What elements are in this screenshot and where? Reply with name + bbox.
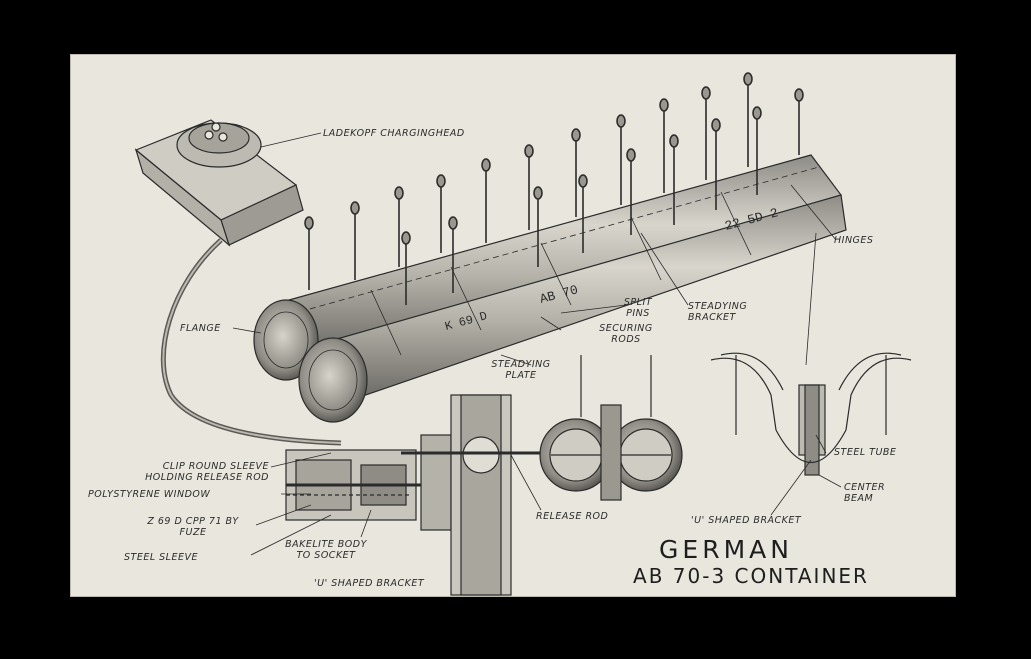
label-center-beam: CENTER BEAM <box>844 482 885 504</box>
diagram-plate: 22 5D 2 AB 70 K 69 D <box>70 54 956 597</box>
label-securing-rods-line2: RODS <box>611 334 641 345</box>
u-bracket-section <box>401 394 551 596</box>
label-clip-round-sleeve-line2: HOLDING RELEASE ROD <box>145 472 269 483</box>
label-steadying-bracket-line2: BRACKET <box>688 312 736 323</box>
label-fuze-line1: Z 69 D cpp 71 BY <box>147 516 239 527</box>
label-steadying-bracket-line1: STEADYING <box>688 301 748 312</box>
hinge-diagram <box>710 352 912 476</box>
label-steel-sleeve: STEEL SLEEVE <box>124 552 198 563</box>
label-bakelite-body-line1: BAKELITE BODY <box>285 539 367 550</box>
title-line2: AB 70-3 CONTAINER <box>633 564 869 588</box>
label-u-bracket-right: 'U' SHAPED BRACKET <box>691 515 802 526</box>
container-illustration: 22 5D 2 AB 70 K 69 D <box>134 72 912 596</box>
label-flange: FLANGE <box>180 323 221 334</box>
label-fuze-line2: FUZE <box>179 527 207 538</box>
label-hinges: HINGES <box>834 235 874 246</box>
label-split-pins-line1: SPLIT <box>623 297 653 308</box>
label-steadying-plate: STEADYING PLATE <box>481 359 561 381</box>
label-clip-round-sleeve: CLIP ROUND SLEEVE HOLDING RELEASE ROD <box>91 461 269 483</box>
charging-head <box>134 119 304 247</box>
label-steadying-plate-line2: PLATE <box>505 370 537 381</box>
leader-lines <box>232 132 842 556</box>
label-split-pins: SPLIT PINS <box>613 297 663 319</box>
label-ladekopf: LADEKOPF CHARGINGHEAD <box>323 128 465 139</box>
title-line1: GERMAN <box>659 535 793 564</box>
label-fuze: Z 69 D cpp 71 BY FUZE <box>133 516 253 538</box>
label-steadying-plate-line1: STEADYING <box>491 359 551 370</box>
label-center-beam-line2: BEAM <box>844 493 874 504</box>
label-steadying-bracket: STEADYING BRACKET <box>688 301 747 323</box>
split-pins <box>304 72 804 305</box>
label-u-bracket-bottom: 'U' SHAPED BRACKET <box>314 578 425 589</box>
tube-cross-section <box>539 355 683 501</box>
label-bakelite-body-line2: TO SOCKET <box>296 550 356 561</box>
label-split-pins-line2: PINS <box>626 308 650 319</box>
fuze-assembly <box>285 434 452 531</box>
label-steel-tube: STEEL TUBE <box>834 447 897 458</box>
label-securing-rods-line1: SECURING <box>599 323 653 334</box>
label-clip-round-sleeve-line1: CLIP ROUND SLEEVE <box>162 461 269 472</box>
label-release-rod: RELEASE ROD <box>536 511 609 522</box>
label-securing-rods: SECURING RODS <box>591 323 661 345</box>
label-center-beam-line1: CENTER <box>844 482 886 493</box>
label-bakelite-body: BAKELITE BODY TO SOCKET <box>271 539 381 561</box>
label-polystyrene-window: POLYSTYRENE WINDOW <box>88 489 211 500</box>
container-body <box>253 154 847 423</box>
